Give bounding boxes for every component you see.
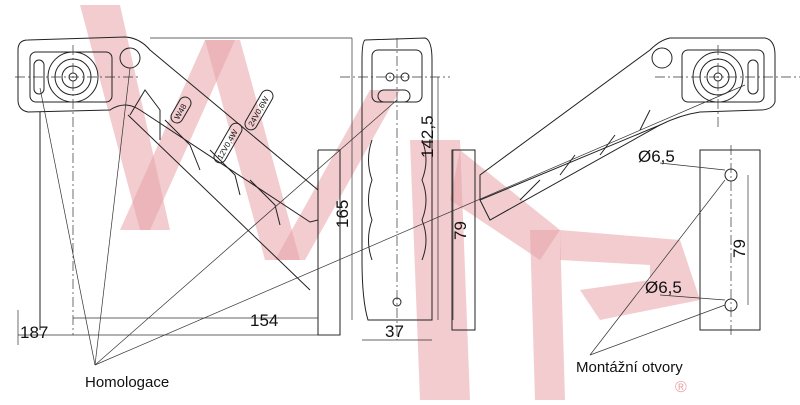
label-homologation: Homologace: [85, 374, 169, 391]
dim-total-width: 187: [20, 323, 48, 342]
dim-arm-width: 154: [250, 311, 278, 330]
dim-hole-spacing: 79: [730, 239, 749, 258]
dim-mount-height-side: 79: [451, 221, 470, 240]
dim-hole-diameter-bottom: Ø6,5: [645, 278, 682, 297]
dim-height-total: 165: [333, 200, 352, 228]
dim-hole-diameter-top: Ø6,5: [638, 147, 675, 166]
registered-mark: ®: [675, 379, 687, 396]
leader-lines: [39, 67, 746, 366]
mounting-holes-detail: Ø6,5 Ø6,5 79: [638, 145, 761, 335]
side-view: 37 142,5 79: [340, 37, 470, 341]
dim-depth: 37: [385, 322, 404, 341]
dim-height-side: 142,5: [418, 115, 437, 158]
label-mounting-holes: Montážní otvory: [576, 359, 683, 376]
front-view-right: [451, 37, 800, 331]
front-view-left: 187 154 165 W48 24V0,6W 12V0,4W: [15, 36, 353, 345]
